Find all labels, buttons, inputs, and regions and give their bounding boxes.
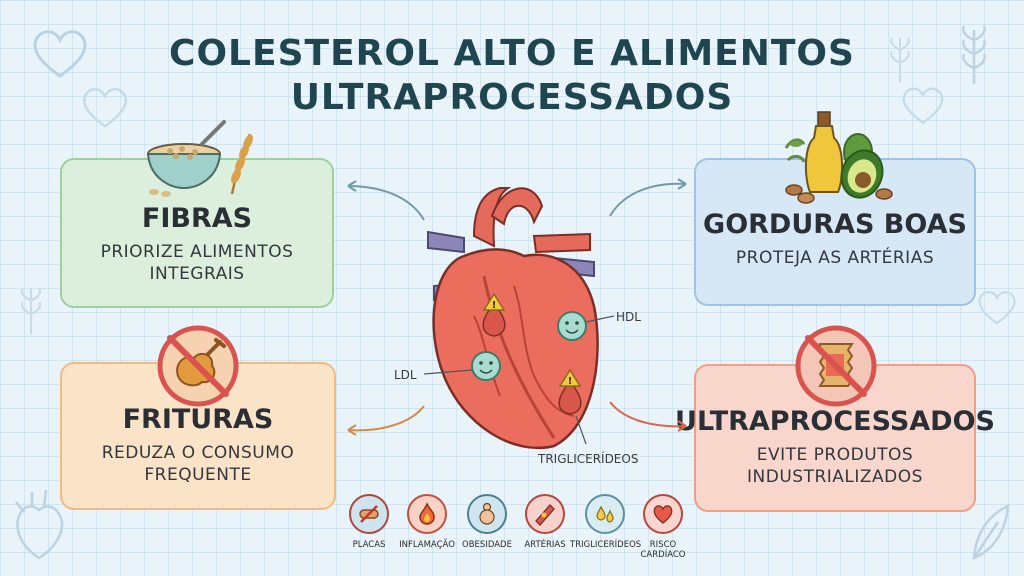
flame-icon xyxy=(407,494,447,534)
anatomical-heart-illustration: ! ! xyxy=(423,187,614,450)
heart-icon xyxy=(643,494,683,534)
arrow-to-ultra xyxy=(609,401,687,432)
frituras-title: FRITURAS xyxy=(122,404,274,435)
risco-label-line-2: CARDÍACO xyxy=(640,550,686,560)
trigliceridos-icon-label: TRIGLICERÍDEOS xyxy=(570,540,642,550)
page-title: COLESTEROL ALTO E ALIMENTOS ULTRAPROCESS… xyxy=(0,32,1024,120)
wheat-outline-icon xyxy=(962,25,986,84)
svg-text:!: ! xyxy=(492,300,497,311)
leaf-outline-icon xyxy=(972,503,1010,560)
plaque-icon xyxy=(349,494,389,534)
arterias-label: ARTÉRIAS xyxy=(524,540,566,550)
heart-outline-icon xyxy=(82,88,128,128)
frituras-sub-1: REDUZA O CONSUMO xyxy=(101,443,295,463)
frituras-sub-2: FREQUENTE xyxy=(144,465,252,485)
ultra-title: ULTRAPROCESSADOS xyxy=(675,406,995,437)
hdl-label: HDL xyxy=(616,310,641,324)
gorduras-title: GORDURAS BOAS xyxy=(703,209,967,240)
risco-label-line-1: RISCO xyxy=(649,540,677,550)
svg-text:!: ! xyxy=(568,376,573,387)
arrow-to-frituras xyxy=(347,405,425,436)
oat-bowl-icon xyxy=(146,120,253,197)
fibras-sub-2: INTEGRAIS xyxy=(149,264,245,284)
droplets-icon xyxy=(585,494,625,534)
placas-item: PLACAS xyxy=(334,494,404,550)
placas-label: PLACAS xyxy=(352,540,386,550)
olive-oil-avocado-icon xyxy=(784,111,893,204)
artery-icon xyxy=(525,494,565,534)
no-ultraprocessed-icon xyxy=(795,325,877,407)
gorduras-sub-1: PROTEJA AS ARTÉRIAS xyxy=(735,248,935,268)
trigliceridos-label: TRIGLICERÍDEOS xyxy=(538,452,639,466)
heart-outline-icon xyxy=(33,30,87,78)
wheat-outline-icon xyxy=(20,288,42,335)
no-fried-food-icon xyxy=(157,325,239,407)
wheat-outline-icon xyxy=(890,37,910,83)
body-icon xyxy=(467,494,507,534)
arterias-item: ARTÉRIAS xyxy=(510,494,580,550)
title-line-2: ULTRAPROCESSADOS xyxy=(290,77,734,118)
inflamacao-label: INFLAMAÇÃO xyxy=(399,540,455,550)
heart-anatomy-outline-icon xyxy=(15,489,64,560)
trigliceridos-item: TRIGLICERÍDEOS xyxy=(570,494,642,550)
obesidade-label: OBESIDADE xyxy=(462,540,512,550)
fibras-sub-1: PRIORIZE ALIMENTOS xyxy=(100,242,294,262)
heart-outline-icon xyxy=(902,87,944,125)
heart-outline-icon xyxy=(978,291,1016,325)
title-line-1: COLESTEROL ALTO E ALIMENTOS xyxy=(169,33,855,74)
ultra-sub-1: EVITE PRODUTOS xyxy=(756,445,914,465)
risk-icons-row: PLACAS INFLAMAÇÃO OBESIDADE ARTÉRIAS TRI… xyxy=(334,494,694,576)
arrow-to-gorduras xyxy=(609,178,687,217)
obesidade-item: OBESIDADE xyxy=(452,494,522,550)
arrow-to-fibras xyxy=(347,180,425,221)
ldl-label: LDL xyxy=(394,368,417,382)
fibras-title: FIBRAS xyxy=(141,203,253,234)
ultra-sub-2: INDUSTRIALIZADOS xyxy=(747,467,923,487)
risco-cardiaco-item: RISCO CARDÍACO xyxy=(628,494,698,560)
inflamacao-item: INFLAMAÇÃO xyxy=(392,494,462,550)
risco-cardiaco-label: RISCO CARDÍACO xyxy=(628,540,698,560)
